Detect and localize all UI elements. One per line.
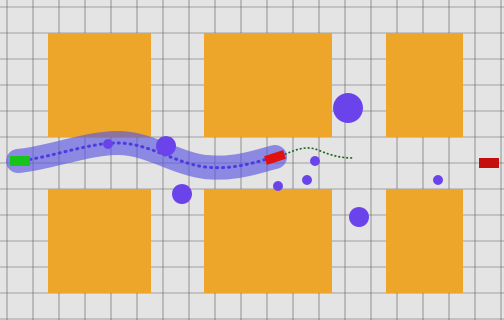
start-marker: [10, 156, 30, 166]
building-top-right: [386, 33, 463, 137]
building-bottom-right: [386, 189, 463, 293]
obstacle-circle: [333, 93, 363, 123]
building-top-middle: [204, 33, 332, 137]
goal-marker: [479, 158, 499, 168]
obstacle-circle: [310, 156, 320, 166]
obstacle-circle: [433, 175, 443, 185]
obstacle-circle: [302, 175, 312, 185]
obstacle-circle: [172, 184, 192, 204]
obstacle-circle: [156, 136, 176, 156]
building-top-left: [48, 33, 151, 137]
obstacle-circle: [349, 207, 369, 227]
building-bottom-left: [48, 189, 151, 293]
obstacle-circle: [273, 181, 283, 191]
building-bottom-middle: [204, 189, 332, 293]
obstacle-circle: [103, 139, 113, 149]
